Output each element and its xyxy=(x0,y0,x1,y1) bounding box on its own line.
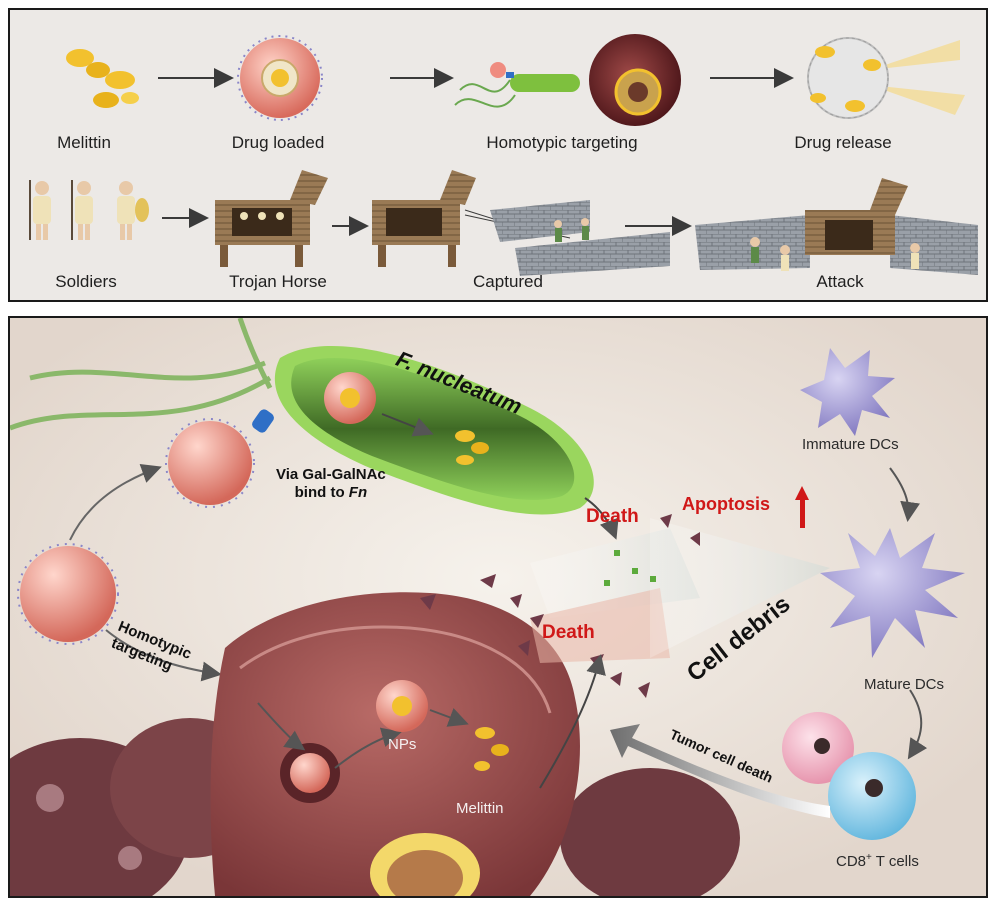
binding-label-line1: Via Gal-GalNAc xyxy=(276,466,386,483)
soldiers-icon xyxy=(29,180,149,240)
arrow-np-to-tumor xyxy=(105,629,222,682)
t-cell-blue xyxy=(828,752,916,840)
bacterium-targeting-icon xyxy=(454,62,580,108)
tumor-cell-icon xyxy=(589,34,681,126)
attack-scene-icon xyxy=(695,178,978,275)
captured-horse-icon xyxy=(372,170,670,276)
melittin-cluster-icon xyxy=(66,49,139,108)
stage-label-drug-loaded: Drug loaded xyxy=(231,133,325,152)
mature-dcs-label: Mature DCs xyxy=(864,676,945,693)
apoptosis-increase-icon xyxy=(795,486,809,528)
binding-label: Via Gal-GalNAc bind to Fn xyxy=(276,466,386,502)
binding-label-prefix: bind to xyxy=(294,484,349,501)
arrow-tumor-death xyxy=(539,654,606,789)
arrow-dc-to-tcells xyxy=(907,689,928,760)
melittin-label: Melittin xyxy=(456,800,504,817)
stage-label-captured: Captured xyxy=(473,272,543,291)
stage-label-homotypic-targeting: Homotypic targeting xyxy=(486,133,638,152)
analogy-illustration xyxy=(29,34,978,276)
mechanism-illustration xyxy=(10,318,986,896)
t-cell-pink xyxy=(782,712,854,784)
arrow-fn-death xyxy=(584,497,619,540)
arrow-dc-maturation xyxy=(889,467,921,522)
stage-label-trojan-horse: Trojan Horse xyxy=(229,272,327,291)
death-label-tumor: Death xyxy=(542,622,595,643)
immature-dcs-label: Immature DCs xyxy=(802,436,899,453)
tumor-cell-death-arrow xyxy=(610,724,830,818)
nps-label: NPs xyxy=(388,736,417,753)
debris-cone-bottom xyxy=(530,588,670,663)
stage-label-drug-release: Drug release xyxy=(794,133,892,152)
cell-debris-arrow xyxy=(650,518,830,658)
t-cells-suffix: T cells xyxy=(871,853,919,870)
binding-label-line2: bind to Fn xyxy=(276,484,386,502)
tumor-cell xyxy=(210,592,580,896)
t-cells-label: CD8+ T cells xyxy=(836,852,919,870)
mature-dc xyxy=(820,528,965,658)
death-label-bacterium: Death xyxy=(586,506,639,527)
t-cells-prefix: CD8 xyxy=(836,853,867,870)
fn-bacterium xyxy=(252,346,594,515)
mechanism-panel: F. nucleatum Via Gal-GalNAc bind to Fn H… xyxy=(8,316,988,898)
flagella xyxy=(10,318,273,431)
t-cells-sup: + xyxy=(866,852,872,863)
nanoparticle-large xyxy=(17,543,119,645)
stage-label-attack: Attack xyxy=(816,272,864,291)
immature-dc xyxy=(800,348,895,436)
apoptosis-label: Apoptosis xyxy=(682,494,770,514)
drug-release-nanoparticle-icon xyxy=(807,37,965,119)
arrow-np-to-fn xyxy=(69,463,162,541)
analogy-panel: Melittin Drug loaded Homotypic targeting… xyxy=(8,8,988,302)
trojan-horse-icon xyxy=(215,170,328,267)
nanoparticle-binding xyxy=(165,418,255,508)
binding-label-target: Fn xyxy=(348,484,368,501)
stage-label-melittin: Melittin xyxy=(57,133,111,152)
stage-label-soldiers: Soldiers xyxy=(55,272,117,291)
drug-loaded-nanoparticle-icon xyxy=(237,35,323,121)
